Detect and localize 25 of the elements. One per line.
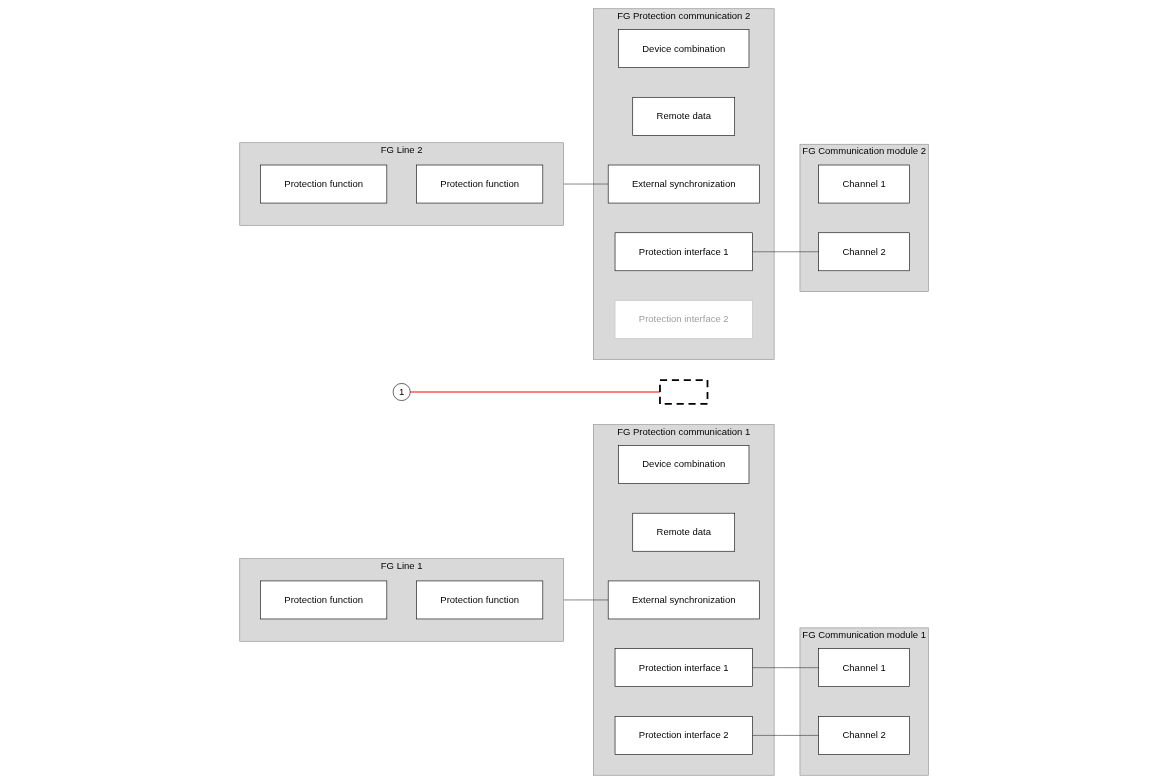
- function-box: Protection interface 2: [614, 716, 753, 755]
- function-box: Channel 1: [818, 648, 910, 687]
- separator-bar: [659, 379, 709, 405]
- connector-line: [752, 251, 819, 253]
- function-box: Protection interface 2: [614, 300, 753, 339]
- function-box: Protection function: [416, 580, 544, 620]
- function-box: Channel 2: [818, 716, 910, 755]
- function-box: Protection function: [260, 580, 388, 620]
- function-box: Remote data: [632, 97, 735, 136]
- function-box: Device combination: [618, 445, 750, 484]
- function-box: Protection interface 1: [614, 232, 753, 272]
- function-box: External synchronization: [607, 164, 760, 204]
- connector-line: [563, 183, 609, 185]
- function-box: Protection function: [416, 164, 544, 204]
- function-box: Device combination: [618, 29, 750, 68]
- connector-line: [563, 599, 609, 601]
- callout-number: 1: [392, 383, 411, 401]
- function-box: External synchronization: [607, 580, 760, 620]
- connector-line: [752, 735, 819, 736]
- function-box: Remote data: [632, 512, 735, 552]
- connector-line: [752, 667, 819, 668]
- function-box: Channel 1: [818, 164, 910, 204]
- function-box: Protection interface 1: [614, 648, 753, 687]
- function-box: Channel 2: [818, 232, 910, 272]
- function-box: Protection function: [260, 164, 388, 204]
